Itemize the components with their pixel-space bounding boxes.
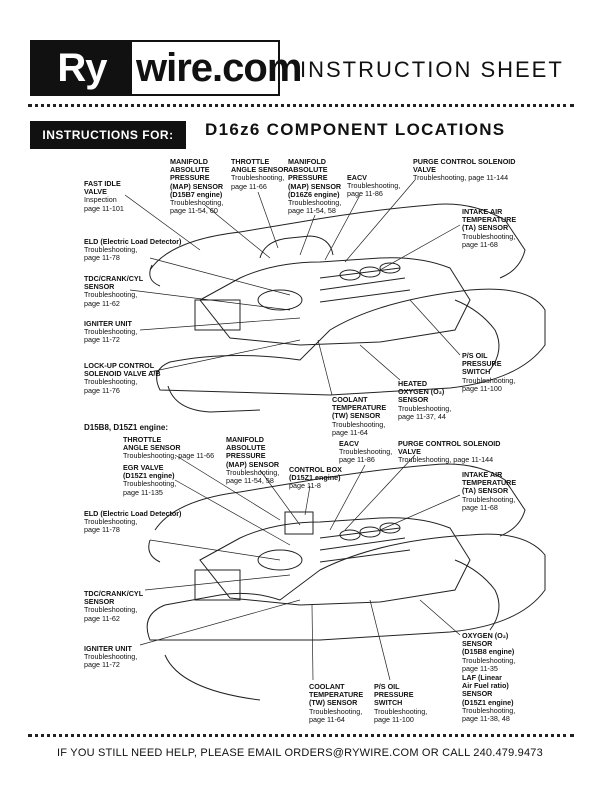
callout-fast-idle-valve: FAST IDLE VALVE Inspection page 11-101: [84, 179, 124, 213]
callout-name: EACV: [347, 173, 367, 182]
callout-desc: Troubleshooting, page 11-62: [84, 290, 138, 308]
callout-eld: ELD (Electric Load Detector) Troubleshoo…: [84, 237, 182, 263]
callout-desc: Troubleshooting, page 11-144: [398, 455, 494, 465]
callout-desc: Troubleshooting, page 11-37, 44: [398, 403, 452, 421]
callout-desc: Troubleshooting, page 11-72: [84, 652, 138, 670]
callout-name: HEATED OXYGEN (O₂) SENSOR: [398, 379, 445, 405]
callout-desc: Troubleshooting, page 11-54, 60: [170, 198, 224, 216]
callout-desc: Troubleshooting, page 11-68: [462, 231, 516, 249]
callout-desc: Inspection page 11-101: [84, 195, 124, 213]
callout-desc: Troubleshooting, page 11-144: [413, 173, 509, 183]
callout-desc: Troubleshooting, page 11-86: [339, 447, 393, 465]
callout-name: CONTROL BOX (D15Z1 engine): [289, 465, 342, 483]
callout-control-box: CONTROL BOX (D15Z1 engine) page 11-8: [289, 465, 342, 491]
callout-igniter-unit: IGNITER UNIT Troubleshooting, page 11-72: [84, 319, 138, 345]
instructions-label: INSTRUCTIONS FOR:: [30, 121, 186, 149]
callout-throttle-angle-sensor-2: THROTTLE ANGLE SENSOR Troubleshooting, p…: [123, 435, 215, 461]
callout-name: P/S OIL PRESSURE SWITCH: [462, 351, 502, 377]
callout-map-sensor-d15b7: MANIFOLD ABSOLUTE PRESSURE (MAP) SENSOR …: [170, 157, 224, 216]
callout-ps-oil-pressure-switch: P/S OIL PRESSURE SWITCH Troubleshooting,…: [462, 351, 516, 393]
callout-intake-air-temp-sensor-2: INTAKE AIR TEMPERATURE (TA) SENSOR Troub…: [462, 470, 517, 512]
callout-desc: Troubleshooting, page 11-86: [347, 181, 401, 199]
rywire-logo: Ry wire.com: [30, 40, 302, 96]
callout-name: LAF (Linear Air Fuel ratio) SENSOR (D15Z…: [462, 673, 514, 707]
engine-drawing-top: [149, 203, 546, 413]
callout-name: COOLANT TEMPERATURE (TW) SENSOR: [309, 682, 364, 708]
callout-eacv: EACV Troubleshooting, page 11-86: [347, 173, 401, 199]
callout-name: MANIFOLD ABSOLUTE PRESSURE (MAP) SENSOR …: [170, 157, 224, 199]
callout-name: COOLANT TEMPERATURE (TW) SENSOR: [332, 395, 387, 421]
callout-laf-sensor: LAF (Linear Air Fuel ratio) SENSOR (D15Z…: [462, 673, 516, 724]
callout-name: MANIFOLD ABSOLUTE PRESSURE (MAP) SENSOR …: [288, 157, 342, 199]
callout-desc: Troubleshooting, page 11-38, 48: [462, 705, 516, 724]
callout-name: ELD (Electric Load Detector): [84, 509, 182, 518]
callout-desc: Troubleshooting, page 11-54, 58: [288, 198, 342, 216]
callout-eld-2: ELD (Electric Load Detector) Troubleshoo…: [84, 509, 182, 535]
callout-desc: Troubleshooting, page 11-68: [462, 494, 516, 512]
callout-name: TDC/CRANK/CYL SENSOR: [84, 589, 144, 607]
page-title: INSTRUCTION SHEET: [300, 57, 564, 82]
callout-desc: Troubleshooting, page 11-100: [374, 706, 428, 724]
logo-wire: wire.com: [136, 46, 302, 90]
callout-name: PURGE CONTROL SOLENOID VALVE: [413, 157, 516, 175]
callout-name: OXYGEN (O₂) SENSOR (D15B8 engine): [462, 631, 515, 657]
callout-name: IGNITER UNIT: [84, 644, 132, 653]
divider-top: [28, 104, 574, 107]
callout-name: THROTTLE ANGLE SENSOR: [231, 157, 289, 175]
callout-map-sensor-2: MANIFOLD ABSOLUTE PRESSURE (MAP) SENSOR …: [226, 435, 280, 486]
callout-name: P/S OIL PRESSURE SWITCH: [374, 682, 414, 708]
callout-eacv-2: EACV Troubleshooting, page 11-86: [339, 439, 393, 465]
callout-name: MANIFOLD ABSOLUTE PRESSURE (MAP) SENSOR: [226, 435, 280, 469]
instructions-heading: D16z6 COMPONENT LOCATIONS: [205, 120, 506, 139]
callout-ps-oil-pressure-switch-2: P/S OIL PRESSURE SWITCH Troubleshooting,…: [374, 682, 428, 724]
callout-throttle-angle-sensor: THROTTLE ANGLE SENSOR Troubleshooting, p…: [231, 157, 289, 191]
callout-name: INTAKE AIR TEMPERATURE (TA) SENSOR: [462, 470, 517, 496]
callout-igniter-unit-2: IGNITER UNIT Troubleshooting, page 11-72: [84, 644, 138, 670]
leader-lines-top: [124, 179, 461, 396]
logo-ry: Ry: [32, 42, 132, 94]
callout-name: LOCK-UP CONTROL SOLENOID VALVE A/B: [84, 361, 161, 379]
callout-desc: Troubleshooting, page 11-54, 58: [226, 467, 280, 486]
callout-desc: Troubleshooting, page 11-78: [84, 245, 138, 263]
callout-purge-control-solenoid: PURGE CONTROL SOLENOID VALVE Troubleshoo…: [413, 157, 516, 183]
callout-coolant-temp-sensor: COOLANT TEMPERATURE (TW) SENSOR Troubles…: [332, 395, 387, 437]
callout-desc: Troubleshooting, page 11-100: [462, 375, 516, 393]
divider-bottom: [28, 734, 574, 737]
callout-name: IGNITER UNIT: [84, 319, 132, 328]
callout-name: TDC/CRANK/CYL SENSOR: [84, 274, 144, 292]
callout-name: INTAKE AIR TEMPERATURE (TA) SENSOR: [462, 207, 517, 233]
callout-desc: Troubleshooting, page 11-64: [309, 706, 363, 724]
callout-tdc-crank-cyl-sensor-2: TDC/CRANK/CYL SENSOR Troubleshooting, pa…: [84, 589, 144, 623]
callout-desc: Troubleshooting, page 11-76: [84, 377, 138, 395]
callout-intake-air-temp-sensor: INTAKE AIR TEMPERATURE (TA) SENSOR Troub…: [462, 207, 517, 249]
callout-desc: page 11-8: [289, 481, 321, 491]
callout-egr-valve: EGR VALVE (D15Z1 engine) Troubleshooting…: [123, 463, 177, 497]
callout-name: ELD (Electric Load Detector): [84, 237, 182, 246]
section-label-d15b8: D15B8, D15Z1 engine:: [84, 423, 169, 432]
callout-heated-oxygen-sensor: HEATED OXYGEN (O₂) SENSOR Troubleshootin…: [398, 379, 452, 421]
callout-name: EGR VALVE (D15Z1 engine): [123, 463, 175, 481]
callout-name: PURGE CONTROL SOLENOID VALVE: [398, 439, 501, 457]
leader-lines-bottom: [139, 454, 461, 681]
callout-coolant-temp-sensor-2: COOLANT TEMPERATURE (TW) SENSOR Troubles…: [309, 682, 364, 724]
callout-lockup-control-solenoid: LOCK-UP CONTROL SOLENOID VALVE A/B Troub…: [84, 361, 161, 395]
callout-name: EACV: [339, 439, 359, 448]
callout-desc: Troubleshooting, page 11-62: [84, 605, 138, 623]
callout-oxygen-sensor: OXYGEN (O₂) SENSOR (D15B8 engine) Troubl…: [462, 631, 516, 673]
callout-name: FAST IDLE VALVE: [84, 179, 121, 197]
callout-desc: Troubleshooting, page 11-64: [332, 419, 386, 437]
callout-desc: Troubleshooting, page 11-35: [462, 655, 516, 673]
callout-desc: Troubleshooting, page 11-135: [123, 479, 177, 497]
footer-help-text: IF YOU STILL NEED HELP, PLEASE EMAIL ORD…: [57, 747, 543, 759]
callout-purge-control-solenoid-2: PURGE CONTROL SOLENOID VALVE Troubleshoo…: [398, 439, 501, 465]
callout-desc: Troubleshooting, page 11-72: [84, 327, 138, 345]
callout-desc: Troubleshooting, page 11-66: [123, 451, 215, 461]
callout-desc: Troubleshooting, page 11-66: [231, 173, 285, 191]
callout-tdc-crank-cyl-sensor: TDC/CRANK/CYL SENSOR Troubleshooting, pa…: [84, 274, 144, 308]
callout-name: THROTTLE ANGLE SENSOR: [123, 435, 181, 453]
callout-map-sensor-d16z6: MANIFOLD ABSOLUTE PRESSURE (MAP) SENSOR …: [288, 157, 342, 216]
callout-desc: Troubleshooting, page 11-78: [84, 517, 138, 535]
